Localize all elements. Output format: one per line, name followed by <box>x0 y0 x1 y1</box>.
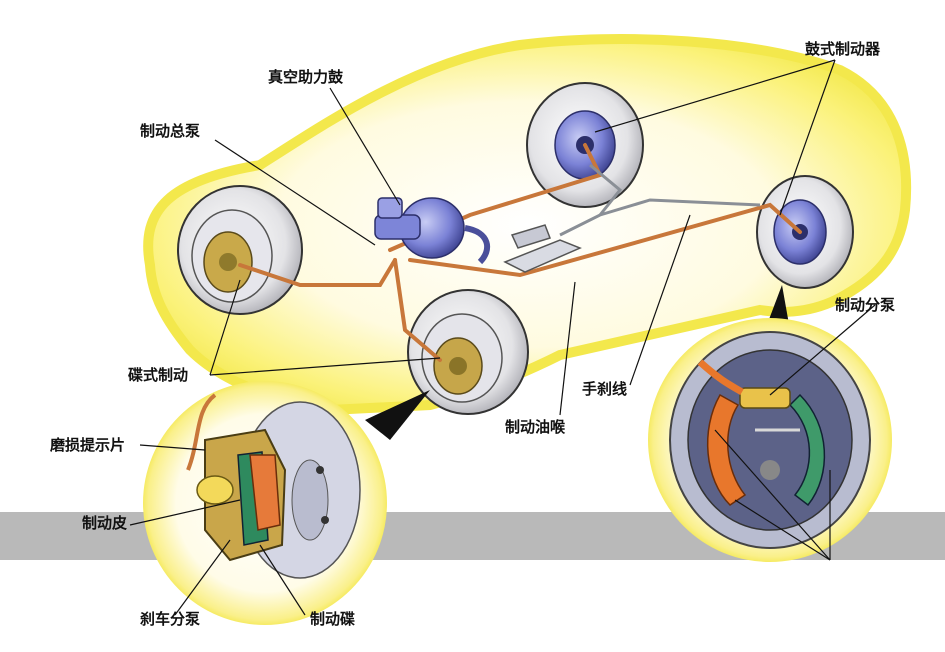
label-drum-brake: 鼓式制动器 <box>805 40 881 58</box>
label-brake-disc: 制动碟 <box>310 610 356 628</box>
label-caliper-cylinder: 刹车分泵 <box>140 610 201 628</box>
label-brake-pad: 制动皮 <box>82 514 128 532</box>
label-wheel-cylinder: 制动分泵 <box>835 296 896 314</box>
label-disc-brake: 碟式制动 <box>128 366 189 384</box>
handbrake-lever <box>503 224 582 273</box>
disc-brake-detail <box>143 381 387 625</box>
label-brake-hose: 制动油喉 <box>505 418 566 436</box>
front-right-wheel <box>407 289 529 415</box>
callout-wedge-left <box>365 390 430 440</box>
label-vacuum-booster: 真空助力鼓 <box>268 68 344 86</box>
vacuum-booster <box>374 197 491 265</box>
front-left-wheel <box>177 185 303 315</box>
rear-right-wheel <box>756 175 854 289</box>
label-master-cylinder: 制动总泵 <box>140 122 201 140</box>
label-handbrake-cable: 手刹线 <box>582 380 628 398</box>
handbrake-cables <box>559 163 761 237</box>
label-wear-indicator: 磨损提示片 <box>50 436 126 454</box>
drum-brake-detail <box>648 318 892 562</box>
leader-lines <box>129 59 876 616</box>
